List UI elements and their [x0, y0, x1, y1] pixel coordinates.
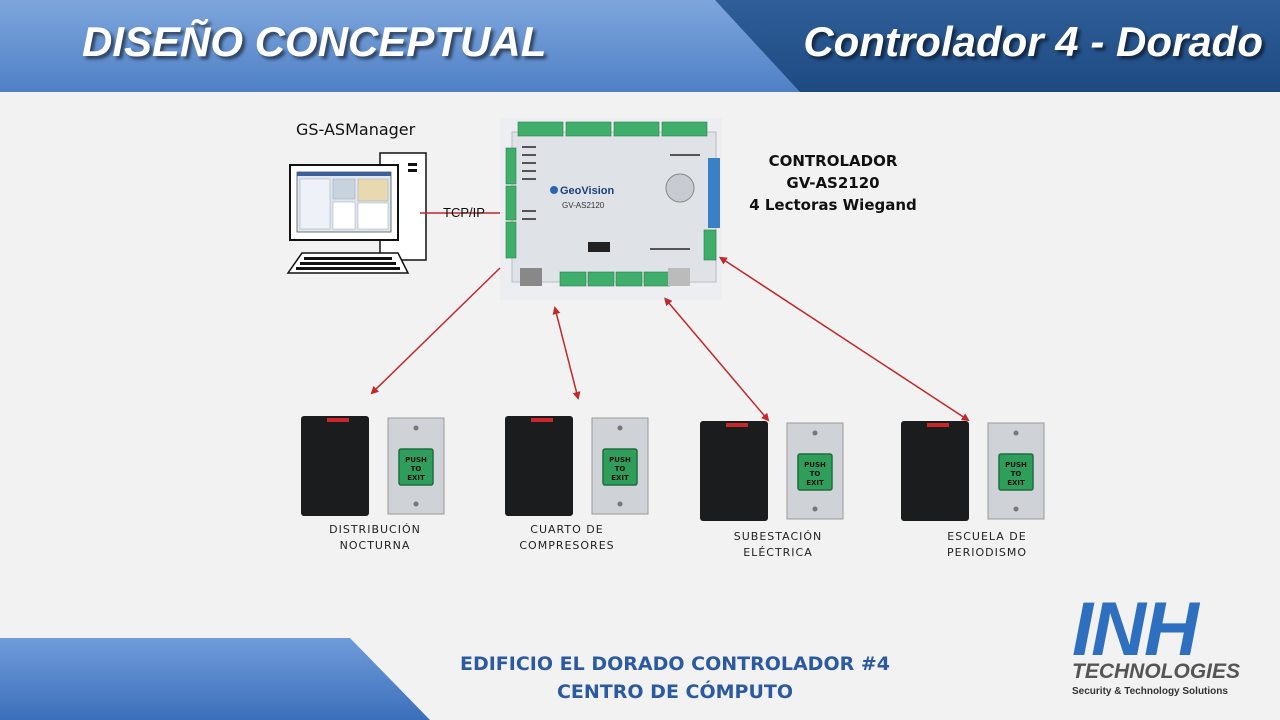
- svg-text:PUSH: PUSH: [1005, 461, 1027, 469]
- svg-text:PUSH: PUSH: [405, 456, 427, 464]
- computer-icon: [286, 152, 427, 274]
- arrow-compresores: [552, 306, 581, 400]
- controller-label-line3: 4 Lectoras Wiegand: [749, 196, 917, 214]
- controller-board: GeoVision GV-AS2120: [500, 118, 722, 300]
- station-3-devices: PUSH TO EXIT: [700, 421, 844, 521]
- arrow-periodismo: [718, 256, 970, 422]
- svg-text:TO: TO: [810, 470, 821, 478]
- svg-text:PUSH: PUSH: [609, 456, 631, 464]
- logo-name: TECHNOLOGIES: [1072, 660, 1241, 683]
- station-1-devices: PUSH TO EXIT: [301, 416, 445, 516]
- footer-decoration: [0, 638, 430, 720]
- controller-label-line1: CONTROLADOR: [768, 152, 898, 170]
- footer-line2: CENTRO DE CÓMPUTO: [556, 681, 793, 703]
- svg-text:EXIT: EXIT: [611, 474, 629, 482]
- svg-text:TO: TO: [411, 465, 422, 473]
- tcpip-label: TCP/IP: [443, 205, 485, 220]
- workstation-label: GS-ASManager: [296, 120, 416, 139]
- logo-tagline: Security & Technology Solutions: [1072, 686, 1228, 697]
- svg-text:PUSH: PUSH: [804, 461, 826, 469]
- svg-text:EXIT: EXIT: [806, 479, 824, 487]
- controller-label-line2: GV-AS2120: [786, 174, 880, 192]
- station-2-devices: PUSH TO EXIT: [505, 416, 649, 516]
- svg-text:EXIT: EXIT: [1007, 479, 1025, 487]
- arrow-subestacion: [664, 297, 770, 422]
- board-model: GV-AS2120: [562, 201, 605, 210]
- page-title: DISEÑO CONCEPTUAL: [82, 18, 547, 65]
- svg-text:EXIT: EXIT: [407, 474, 425, 482]
- svg-text:TO: TO: [1011, 470, 1022, 478]
- logo-mark: INH: [1072, 587, 1199, 672]
- tcpip-link: [420, 212, 502, 214]
- board-brand: GeoVision: [560, 185, 614, 197]
- footer-line1: EDIFICIO EL DORADO CONTROLADOR #4: [459, 653, 890, 675]
- footer-caption: EDIFICIO EL DORADO CONTROLADOR #4 CENTRO…: [450, 650, 900, 706]
- page-subtitle: Controlador 4 - Dorado: [803, 18, 1263, 65]
- controller-label: CONTROLADOR GV-AS2120 4 Lectoras Wiegand: [738, 150, 928, 216]
- station-4-devices: PUSH TO EXIT: [901, 421, 1045, 521]
- company-logo: INH TECHNOLOGIES Security & Technology S…: [1068, 590, 1258, 706]
- arrow-distribucion: [370, 267, 501, 395]
- header-bar: [0, 0, 1280, 92]
- svg-text:TO: TO: [615, 465, 626, 473]
